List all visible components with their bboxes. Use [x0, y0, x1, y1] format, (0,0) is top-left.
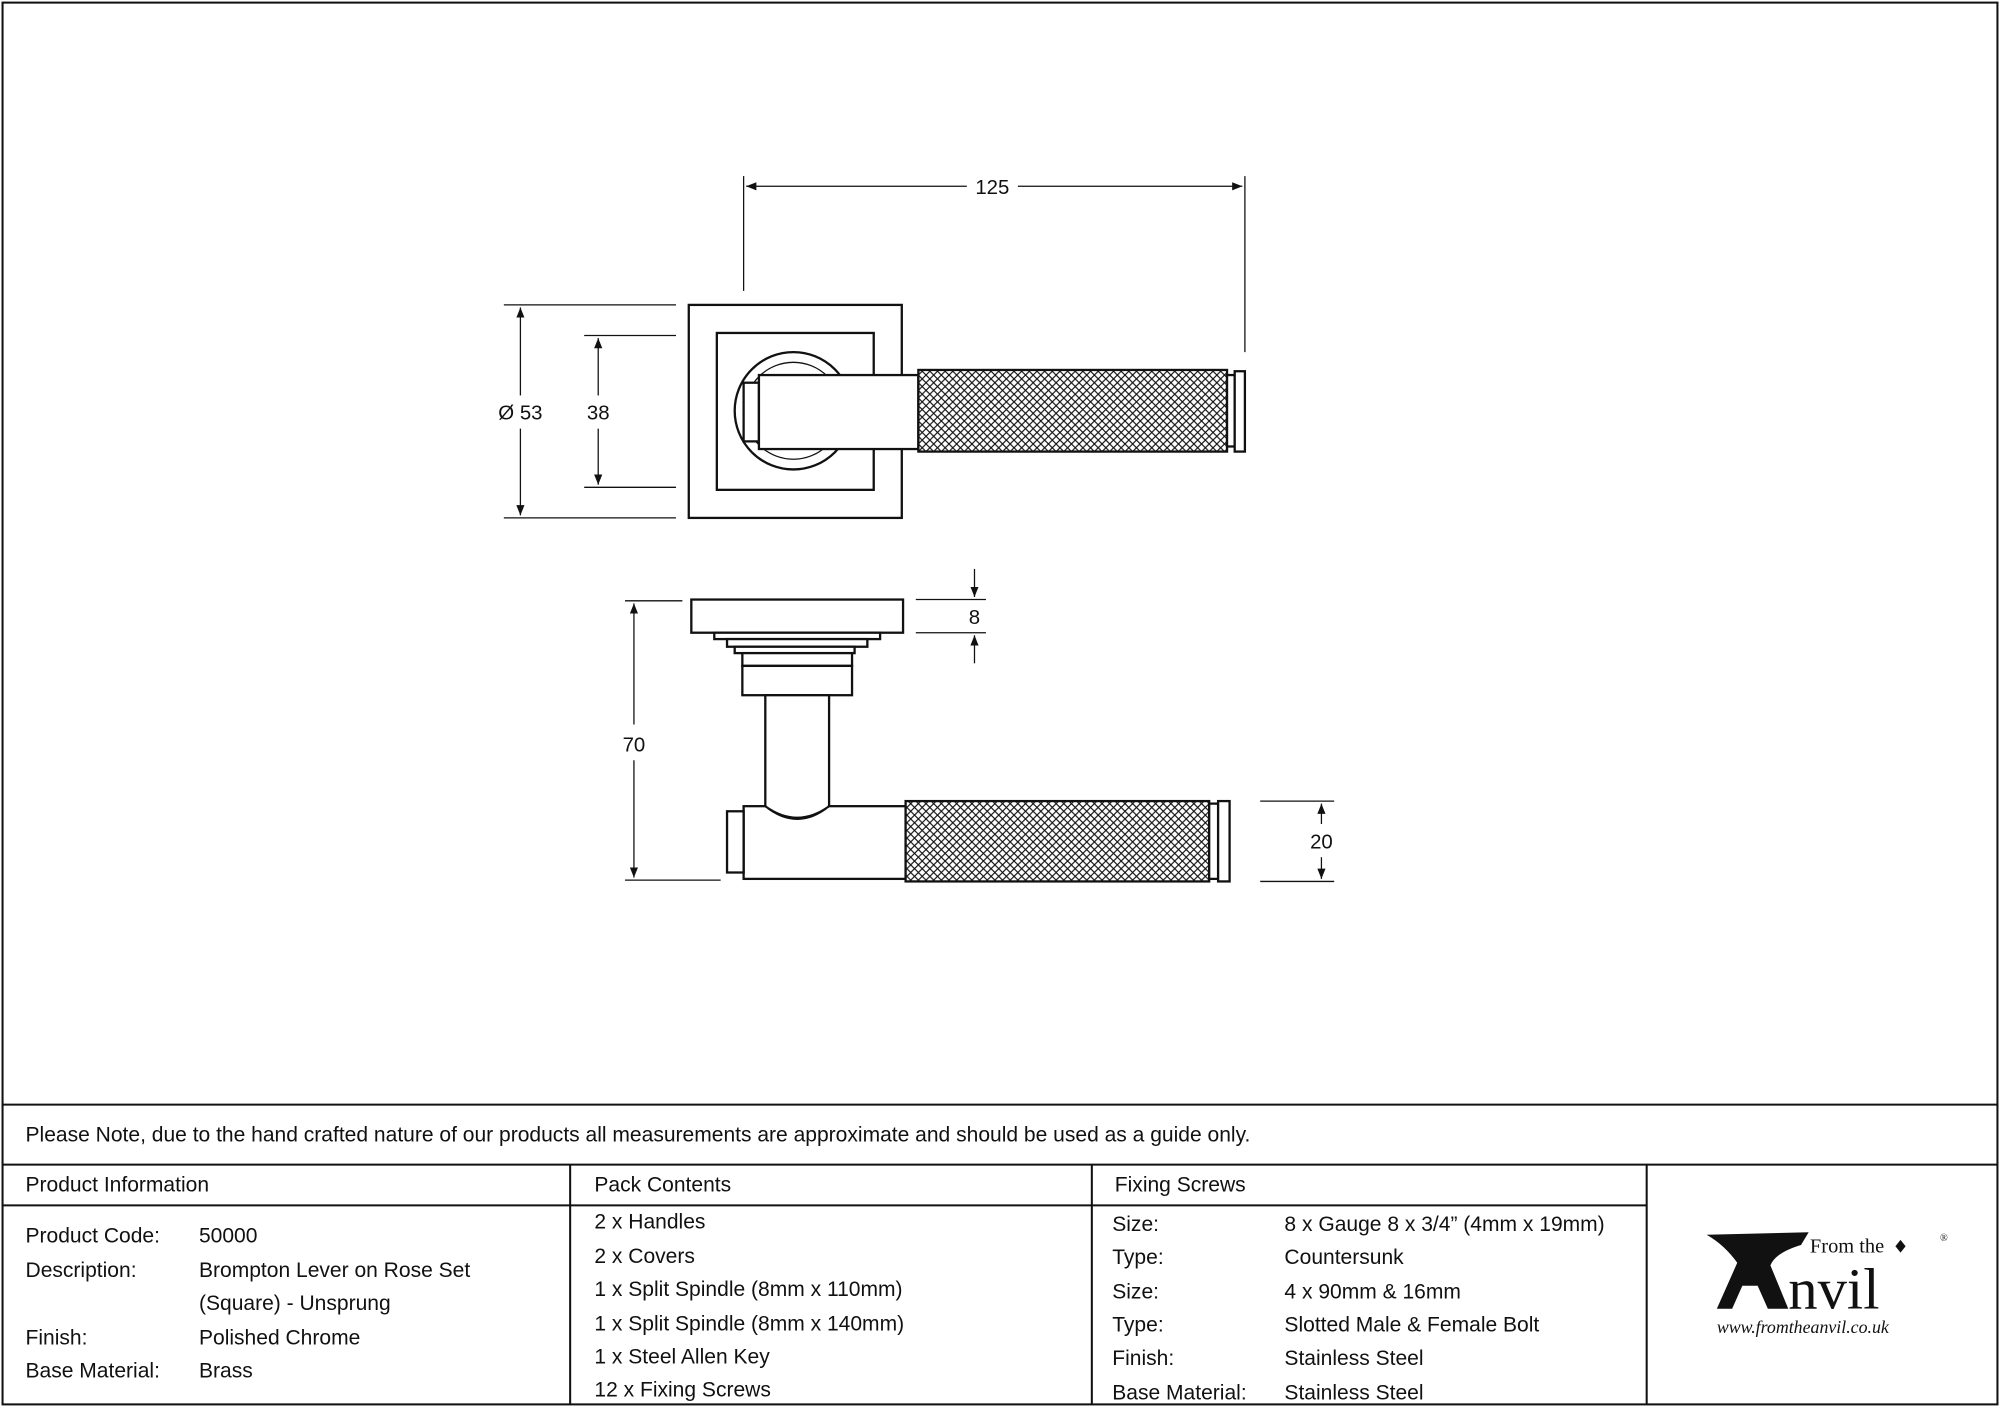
dimension-rose-thickness: 8: [969, 607, 980, 629]
lever-body: [742, 805, 907, 881]
dimension-rose-diameter: Ø 53: [498, 403, 542, 425]
screw-value: Countersunk: [1284, 1246, 1404, 1269]
collar: [741, 664, 854, 697]
end-cap: [1208, 802, 1220, 881]
cover-plate: [690, 598, 905, 634]
product-label: Description:: [26, 1259, 137, 1282]
knurled-grip: [904, 799, 1211, 883]
screw-label: Type:: [1112, 1314, 1163, 1337]
dimension-inner-square: 38: [587, 403, 610, 425]
pack-item: 2 x Covers: [594, 1245, 695, 1268]
measurement-note: Please Note, due to the hand crafted nat…: [26, 1124, 1251, 1147]
screw-value: Stainless Steel: [1284, 1347, 1423, 1370]
pack-item: 1 x Split Spindle (8mm x 110mm): [594, 1278, 902, 1301]
screw-value: 8 x Gauge 8 x 3/4” (4mm x 19mm): [1284, 1213, 1604, 1236]
product-label: Finish:: [26, 1326, 88, 1349]
lever-neck: [757, 373, 920, 451]
screw-value: 4 x 90mm & 16mm: [1284, 1281, 1460, 1304]
lever-stub: [742, 381, 761, 443]
knurled-grip: [917, 368, 1229, 453]
lever-stub: [725, 810, 745, 874]
fixing-screws-heading: Fixing Screws: [1115, 1173, 1246, 1196]
dimension-grip-diameter: 20: [1310, 831, 1333, 853]
product-value: Brompton Lever on Rose Set: [199, 1259, 470, 1282]
product-value: Polished Chrome: [199, 1326, 360, 1349]
dimension-length: 125: [975, 177, 1009, 199]
pack-item: 2 x Handles: [594, 1210, 705, 1233]
product-label: Base Material:: [26, 1360, 160, 1383]
side-view: 70 8 20: [623, 568, 1335, 883]
stem: [764, 694, 831, 812]
logo-url: www.fromtheanvil.co.uk: [1717, 1317, 1890, 1337]
dimension-projection: 70: [623, 734, 646, 756]
svg-text:®: ®: [1940, 1233, 1948, 1244]
screw-label: Finish:: [1112, 1347, 1174, 1370]
pack-item: 1 x Steel Allen Key: [594, 1346, 770, 1369]
product-label: Product Code:: [26, 1224, 160, 1247]
product-value: Brass: [199, 1360, 253, 1383]
pack-contents-heading: Pack Contents: [594, 1173, 731, 1196]
product-info-heading: Product Information: [26, 1173, 210, 1196]
anvil-icon: [1706, 1232, 1809, 1309]
svg-text:nvil: nvil: [1788, 1257, 1879, 1322]
end-cap: [1216, 799, 1231, 883]
screw-label: Type:: [1112, 1246, 1163, 1269]
product-value: (Square) - Unsprung: [199, 1292, 391, 1315]
screw-value: Slotted Male & Female Bolt: [1284, 1314, 1539, 1337]
screw-label: Base Material:: [1112, 1381, 1246, 1404]
end-cap: [1233, 370, 1247, 453]
svg-text:From the: From the: [1810, 1236, 1884, 1258]
top-view: 125 Ø 53 38: [498, 176, 1247, 520]
pack-item: 1 x Split Spindle (8mm x 140mm): [594, 1312, 904, 1335]
info-table: Please Note, due to the hand crafted nat…: [2, 1103, 1998, 1405]
pack-item: 12 x Fixing Screws: [594, 1379, 770, 1402]
screw-label: Size:: [1112, 1213, 1159, 1236]
from-the-anvil-logo: From the nvil ® www.fromtheanvil.co.uk: [1706, 1232, 1948, 1337]
end-cap: [1225, 373, 1236, 448]
screw-value: Stainless Steel: [1284, 1381, 1423, 1404]
screw-label: Size:: [1112, 1281, 1159, 1304]
product-value: 50000: [199, 1224, 257, 1247]
